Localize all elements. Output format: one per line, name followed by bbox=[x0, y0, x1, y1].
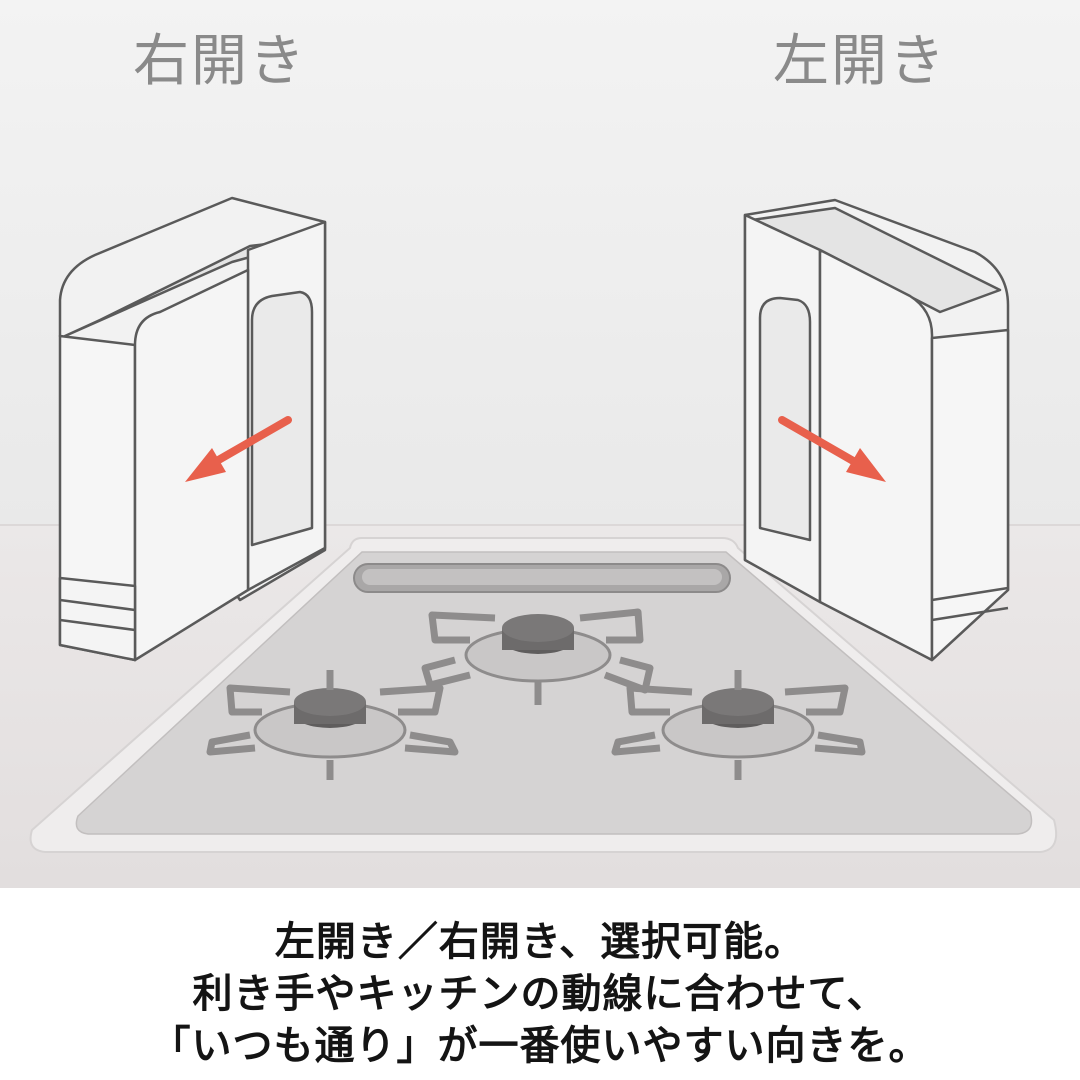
arrow-left bbox=[185, 416, 292, 482]
burner-left bbox=[206, 670, 459, 780]
burner-center bbox=[421, 608, 654, 705]
label-left-opening: 左開き bbox=[773, 29, 947, 94]
arrow-right bbox=[778, 416, 886, 482]
kitchen-illustration bbox=[0, 0, 1080, 888]
caption: 左開き／右開き、選択可能。 利き手やキッチンの動線に合わせて、 「いつも通り」が… bbox=[0, 888, 1080, 1080]
caption-line-3: 「いつも通り」が一番使いやすい向きを。 bbox=[150, 1023, 930, 1069]
cabinet-right-opening bbox=[58, 196, 327, 662]
caption-line-2: 利き手やキッチンの動線に合わせて、 bbox=[192, 971, 888, 1017]
label-right-opening: 右開き bbox=[133, 29, 307, 94]
cooktop-surface bbox=[75, 551, 1033, 835]
caption-line-1: 左開き／右開き、選択可能。 bbox=[274, 919, 806, 965]
burner-right bbox=[611, 670, 866, 780]
